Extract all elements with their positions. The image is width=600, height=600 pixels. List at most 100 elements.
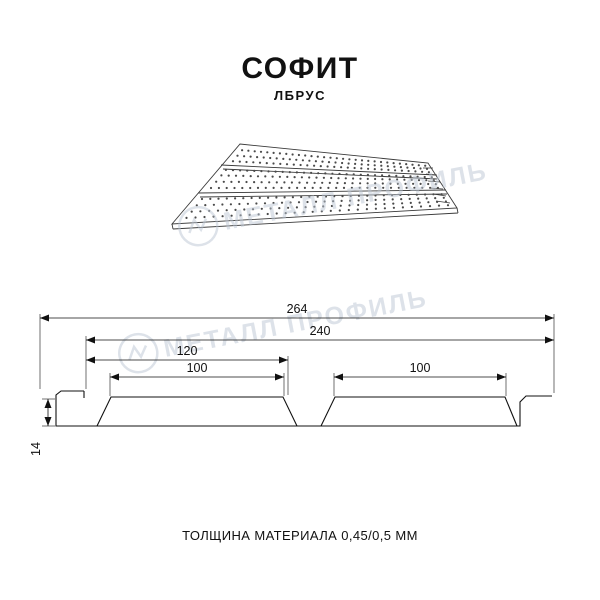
dimension-label-100-right: 100 — [410, 361, 431, 375]
dimension-240: 240 — [86, 324, 554, 344]
perforation-dot — [248, 213, 251, 216]
perforation-dot — [351, 182, 354, 185]
perforation-dot — [267, 196, 270, 199]
perforation-dot — [402, 175, 405, 178]
perforation-dot — [359, 182, 362, 185]
soffit-panel-3d — [170, 143, 459, 230]
perforation-dot — [283, 181, 286, 184]
perforation-dot — [374, 177, 377, 181]
perforation-dot — [379, 160, 383, 164]
perforation-dot — [428, 205, 432, 208]
perforation-dot — [221, 215, 224, 218]
perforation-dot — [409, 175, 412, 178]
perforation-dot — [437, 204, 441, 207]
perforation-dot — [329, 209, 332, 212]
perforation-dot — [209, 186, 213, 190]
perforation-dot — [349, 194, 352, 198]
perforation-dot — [354, 158, 357, 161]
perforation-dot — [243, 155, 246, 158]
perforation-dot — [225, 197, 228, 200]
perforation-dot — [430, 176, 433, 179]
perforation-dot — [394, 169, 397, 172]
perforation-dot — [419, 205, 423, 208]
profile-left-plank — [96, 396, 298, 427]
perforation-dot — [266, 212, 269, 216]
perforation-dot — [215, 180, 218, 183]
panel-outline — [170, 143, 458, 225]
perforation-dot — [321, 160, 324, 163]
perforation-dot — [397, 186, 400, 189]
perforation-dot — [245, 180, 248, 184]
perforation-dot — [347, 208, 350, 212]
perforation-dot — [374, 182, 377, 185]
page-subtitle: ЛБРУС — [274, 88, 326, 103]
perforation-dot — [283, 196, 286, 199]
perforation-dot — [194, 216, 197, 219]
profile-right-plank — [320, 396, 518, 427]
perforation-dot — [335, 157, 338, 160]
perforation-dot — [308, 195, 311, 198]
perforation-dot — [199, 210, 202, 213]
perforation-dot — [343, 182, 346, 185]
panel-groove-line — [199, 193, 448, 198]
perforation-dot — [237, 180, 240, 183]
perforation-dot — [304, 206, 307, 209]
perforation-dot — [366, 199, 369, 202]
perforation-dot — [348, 158, 351, 161]
perforation-dot — [310, 155, 313, 158]
perforation-dot — [301, 159, 304, 162]
perforation-dot — [319, 165, 322, 168]
perforation-dot — [256, 156, 259, 159]
perforation-dot — [238, 202, 241, 206]
perforation-dot — [275, 157, 278, 160]
perforation-dot — [408, 197, 411, 200]
perforation-dot — [407, 169, 410, 173]
perforation-dot — [256, 186, 260, 189]
perforation-dot — [231, 169, 235, 172]
perforation-dot — [360, 159, 364, 162]
perforation-dot — [321, 181, 324, 184]
perforation-dot — [354, 162, 357, 165]
perforation-dot — [429, 186, 432, 189]
perforation-dot — [275, 212, 278, 215]
perforation-dot — [256, 175, 260, 178]
perforation-dot — [349, 199, 352, 202]
perforation-dots — [185, 149, 450, 219]
perforation-dot — [260, 170, 263, 173]
perforation-dot — [249, 175, 252, 178]
perforation-dot — [357, 203, 360, 207]
perforation-dot — [388, 174, 391, 177]
perforation-dot — [389, 182, 392, 185]
dimension-label-264: 264 — [287, 302, 308, 316]
perforation-dot — [367, 159, 370, 162]
perforation-dot — [392, 202, 395, 205]
perforation-dot — [425, 179, 428, 182]
perforation-dot — [272, 151, 275, 154]
perforation-dot — [272, 186, 275, 189]
perforation-dot — [373, 174, 377, 177]
perforation-dot — [291, 153, 294, 156]
perforation-dot — [396, 182, 399, 185]
perforation-dot — [324, 172, 327, 175]
perforation-dot — [314, 200, 318, 203]
perforation-dot — [317, 172, 320, 175]
perforation-dot — [319, 186, 322, 189]
perforation-dot — [291, 196, 294, 199]
perforation-dot — [275, 181, 278, 184]
perforation-dot — [290, 181, 293, 184]
perforation-dot — [336, 181, 339, 185]
perforation-dot — [401, 202, 404, 205]
perforation-dot — [274, 170, 277, 173]
perforation-dot — [352, 177, 355, 180]
perforation-dot — [374, 207, 377, 210]
perforation-dot — [284, 212, 287, 215]
perforation-dot — [389, 186, 393, 189]
profile-base-line — [55, 390, 552, 427]
perforation-dot — [255, 202, 258, 205]
perforation-dot — [434, 197, 437, 200]
dimension-14: 14 — [29, 399, 52, 456]
perforation-dot — [281, 170, 284, 173]
perforation-dot — [419, 167, 422, 170]
